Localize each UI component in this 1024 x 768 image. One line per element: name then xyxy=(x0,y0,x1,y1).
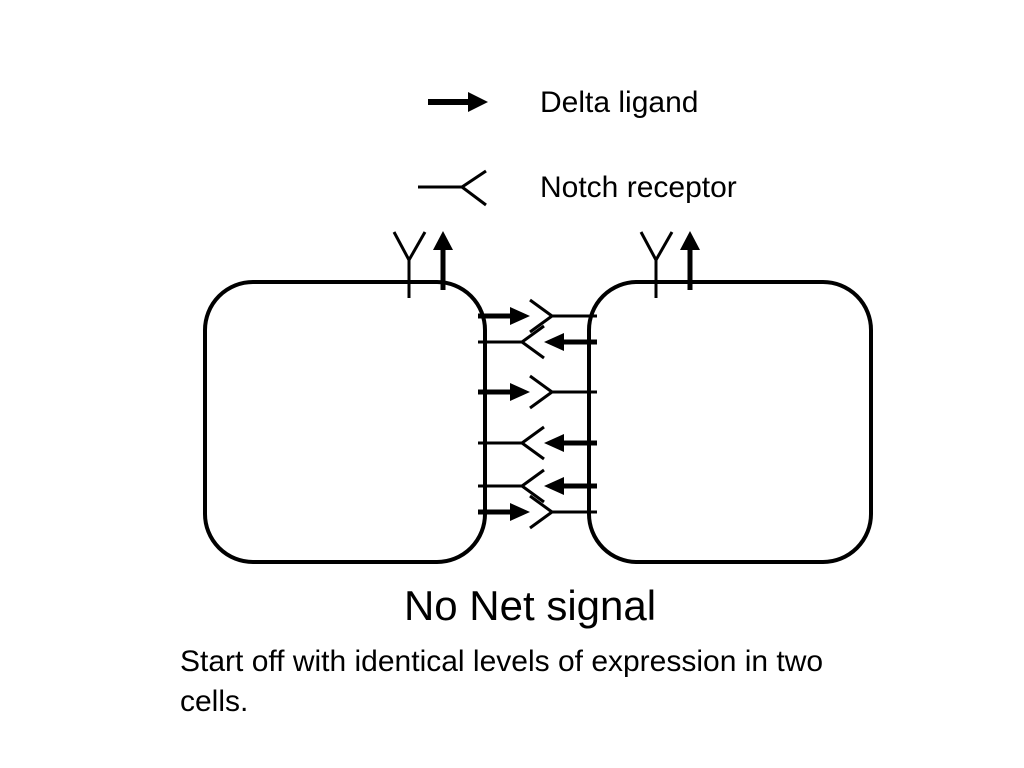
junction-right-ligand-2 xyxy=(544,434,597,452)
left-cell-top-delta-ligand xyxy=(433,231,453,290)
left-cell xyxy=(203,280,487,564)
junction-right-receptor-2 xyxy=(529,374,597,410)
legend-notch-receptor-icon xyxy=(418,169,487,207)
legend-delta-ligand-label: Delta ligand xyxy=(540,86,699,119)
junction-left-receptor-1 xyxy=(478,324,545,360)
legend-notch-receptor-label: Notch receptor xyxy=(540,171,737,204)
diagram-caption: Start off with identical levels of expre… xyxy=(180,645,824,718)
junction-left-receptor-3 xyxy=(478,468,545,504)
junction-left-receptor-2 xyxy=(478,425,545,461)
right-cell-top-delta-ligand xyxy=(680,231,700,290)
junction-right-ligand-1 xyxy=(544,333,597,351)
right-cell xyxy=(587,280,873,564)
legend-delta-ligand-icon xyxy=(428,92,488,112)
left-cell-top-notch-receptor xyxy=(392,231,427,298)
junction-right-receptor-3 xyxy=(529,494,597,530)
junction-left-ligand-2 xyxy=(478,383,530,401)
right-cell-top-notch-receptor xyxy=(639,231,674,298)
junction-left-ligand-3 xyxy=(478,503,530,521)
junction-right-receptor-1 xyxy=(529,298,597,334)
diagram-heading: No Net signal xyxy=(403,582,657,629)
junction-right-ligand-3 xyxy=(544,477,597,495)
junction-left-ligand-1 xyxy=(478,307,530,325)
